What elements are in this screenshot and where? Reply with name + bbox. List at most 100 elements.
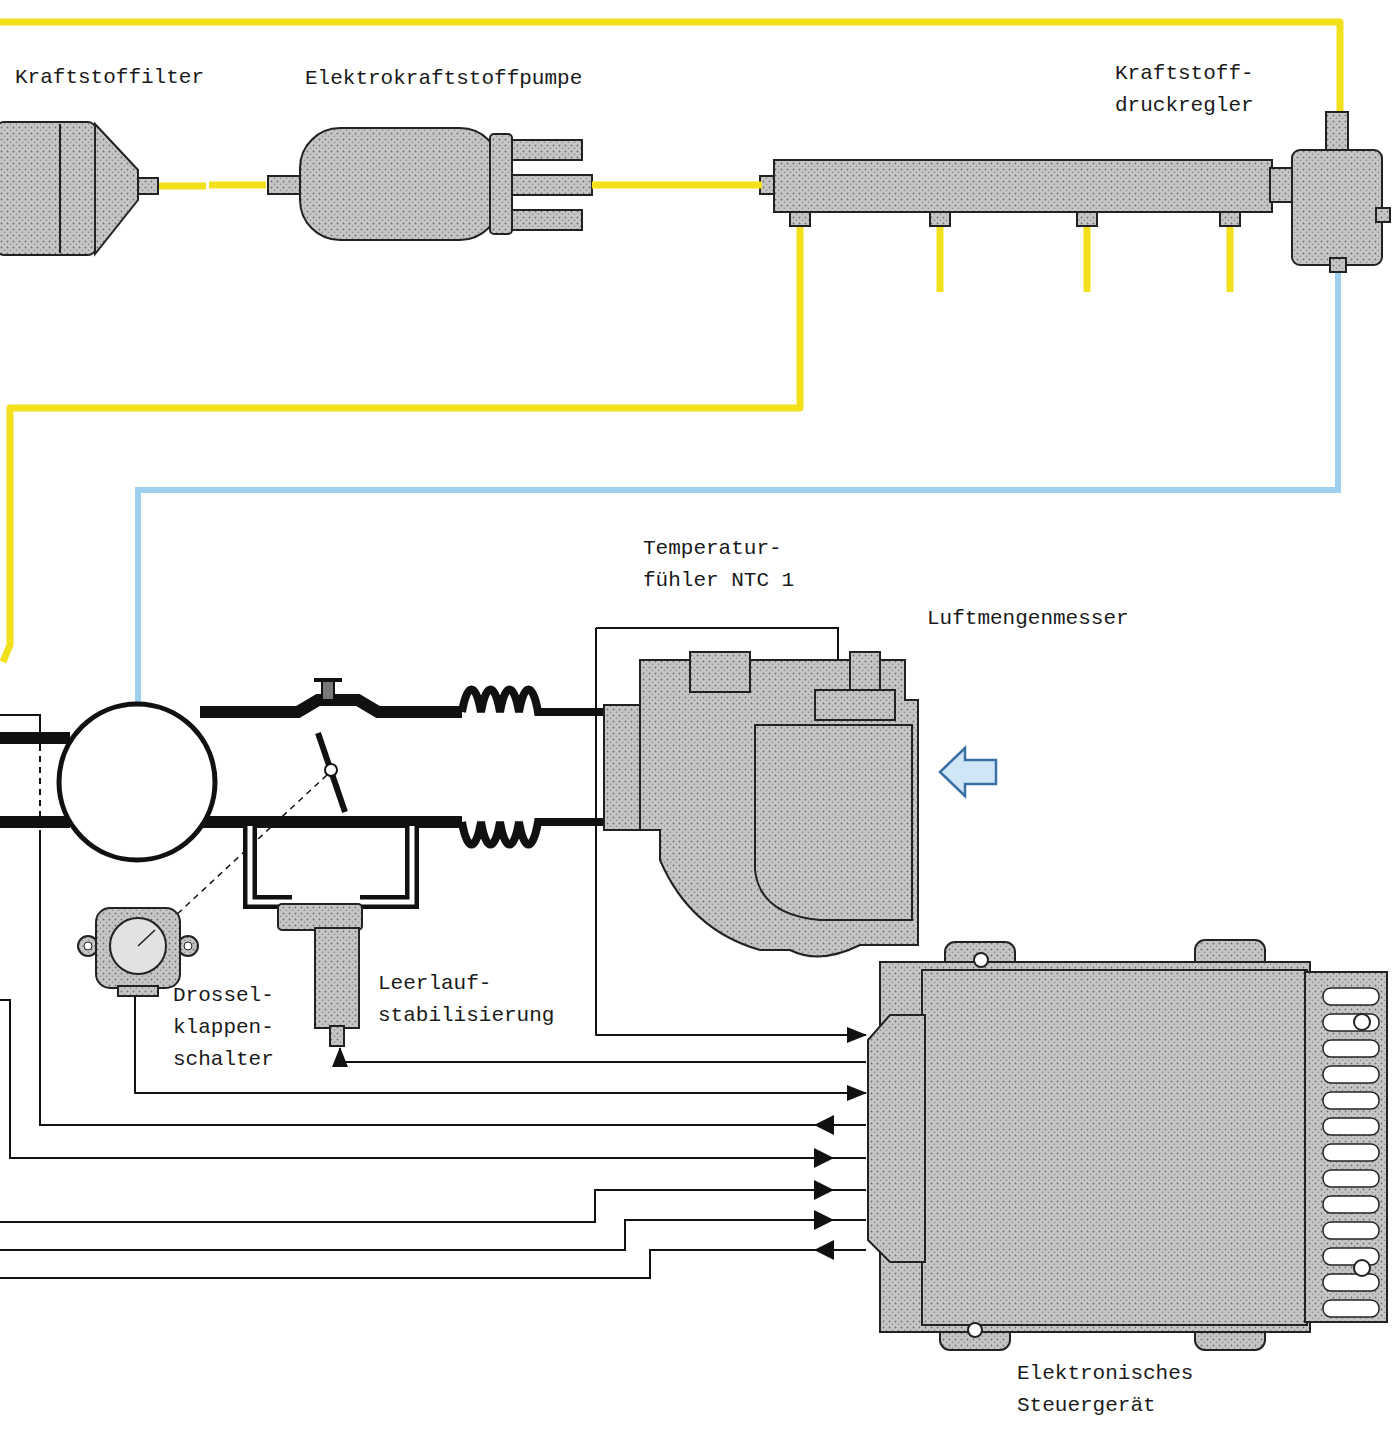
- adjust-screw: [314, 678, 342, 682]
- regulator-flange: [1376, 208, 1390, 222]
- mount-hole: [1354, 1014, 1370, 1030]
- switch-hole: [184, 942, 192, 950]
- fuel-line: [592, 182, 762, 189]
- switch-ear: [78, 936, 98, 956]
- part-label: Elektronisches Steuergerät: [1017, 1358, 1200, 1422]
- part-label: Leerlauf- stabilisierung: [378, 968, 561, 1032]
- bellows: [462, 822, 610, 845]
- component-node: Kraftstoff- druckregler: [762, 58, 1392, 272]
- adjust-screw: [322, 680, 334, 700]
- component-node: Luftmengenmesser: [596, 600, 1140, 965]
- pressure-regulator: [1292, 150, 1382, 265]
- pump-terminal: [512, 210, 582, 230]
- regulator-port: [1330, 258, 1346, 272]
- rail-port: [930, 212, 950, 226]
- fuel-rail: [774, 160, 1272, 212]
- ecu-ear: [945, 942, 1015, 972]
- meter-block: [690, 652, 750, 692]
- air-flow-arrow: [940, 748, 996, 796]
- heat-sink-fins: [1322, 984, 1382, 1322]
- signal-wire: [134, 996, 136, 1080]
- signal-wire: [0, 1190, 866, 1222]
- part-label: Elektrokraftstoffpumpe: [305, 63, 582, 95]
- ecu-ear: [1195, 1322, 1265, 1350]
- rail-inlet: [760, 176, 776, 194]
- bypass-duct: [360, 826, 412, 902]
- bypass-duct: [360, 826, 412, 902]
- switch-plug: [118, 986, 158, 996]
- switch-needle: [138, 930, 155, 946]
- signal-wire: [0, 715, 40, 745]
- ecu-housing: [880, 962, 1310, 1332]
- pump-terminal: [512, 140, 582, 160]
- heat-sink: [1305, 972, 1387, 1322]
- meter-block: [815, 690, 895, 720]
- pump-inlet: [268, 176, 302, 194]
- signal-line: [340, 1048, 866, 1062]
- idle-valve-body: [278, 904, 362, 930]
- throttle-pivot: [325, 764, 337, 776]
- ecu-ear: [1195, 940, 1265, 970]
- component-node: Kraftstoffilter: [4, 60, 209, 260]
- throttle-plate: [318, 733, 345, 812]
- rail-port: [790, 212, 810, 226]
- arrowhead: [814, 1240, 834, 1260]
- ecu-cover: [922, 970, 1307, 1325]
- arrowhead: [814, 1148, 834, 1168]
- signal-line: [135, 1080, 866, 1093]
- meter-block: [850, 652, 880, 707]
- injector-line: [1084, 226, 1091, 292]
- component-node: Leerlauf- stabilisierung: [282, 898, 572, 1048]
- throttle-switch: [96, 908, 180, 988]
- fuel-line: [158, 183, 206, 190]
- bypass-duct: [250, 826, 292, 902]
- idle-valve-plug: [330, 1026, 344, 1046]
- vacuum-line: [138, 266, 1338, 706]
- arrowhead: [814, 1180, 834, 1200]
- filter-outlet: [138, 178, 158, 194]
- bellows: [462, 690, 610, 713]
- component-node: Elektrokraftstoffpumpe: [266, 60, 592, 242]
- filter-body: [0, 122, 96, 255]
- intake-wall: [0, 816, 70, 828]
- part-label: Drossel- klappen- schalter: [173, 980, 280, 1076]
- sensor-wire: [596, 628, 838, 660]
- regulator-nipple: [1326, 112, 1348, 152]
- bypass-duct: [250, 826, 292, 902]
- signal-line: [596, 628, 866, 1035]
- mount-hole: [968, 1323, 982, 1337]
- intake-wall: [0, 732, 70, 744]
- part-label: Kraftstoff- druckregler: [1115, 58, 1264, 122]
- rail-port: [1220, 212, 1240, 226]
- air-flow-meter: [640, 660, 918, 956]
- ecu-connector: [868, 1015, 925, 1262]
- switch-ear: [178, 936, 198, 956]
- arrowhead: [814, 1210, 834, 1230]
- pump-cap: [490, 134, 512, 234]
- filter-seam: [59, 124, 61, 253]
- pump-outlet: [512, 175, 592, 195]
- idle-valve: [315, 928, 359, 1028]
- signal-wire: [0, 1250, 866, 1278]
- filter-cone: [95, 124, 138, 254]
- signal-wire: [39, 745, 41, 830]
- part-label: Kraftstoffilter: [15, 62, 204, 94]
- switch-dial: [110, 918, 166, 974]
- injector-line: [937, 226, 944, 292]
- arrowhead: [814, 1115, 834, 1135]
- mount-hole: [1354, 1260, 1370, 1276]
- meter-cover: [755, 725, 912, 920]
- fuel-line: [3, 226, 800, 662]
- linkage-line: [160, 775, 327, 930]
- signal-wire: [40, 830, 866, 1125]
- meter-flange: [604, 705, 644, 830]
- intake-wall: [200, 700, 462, 712]
- ecu-ear: [940, 1322, 1010, 1350]
- component-node: Drossel- klappen- schalter: [76, 900, 285, 1080]
- regulator-neck: [1270, 168, 1300, 202]
- mount-hole: [974, 953, 988, 967]
- signal-wire: [0, 1220, 866, 1250]
- rail-port: [1077, 212, 1097, 226]
